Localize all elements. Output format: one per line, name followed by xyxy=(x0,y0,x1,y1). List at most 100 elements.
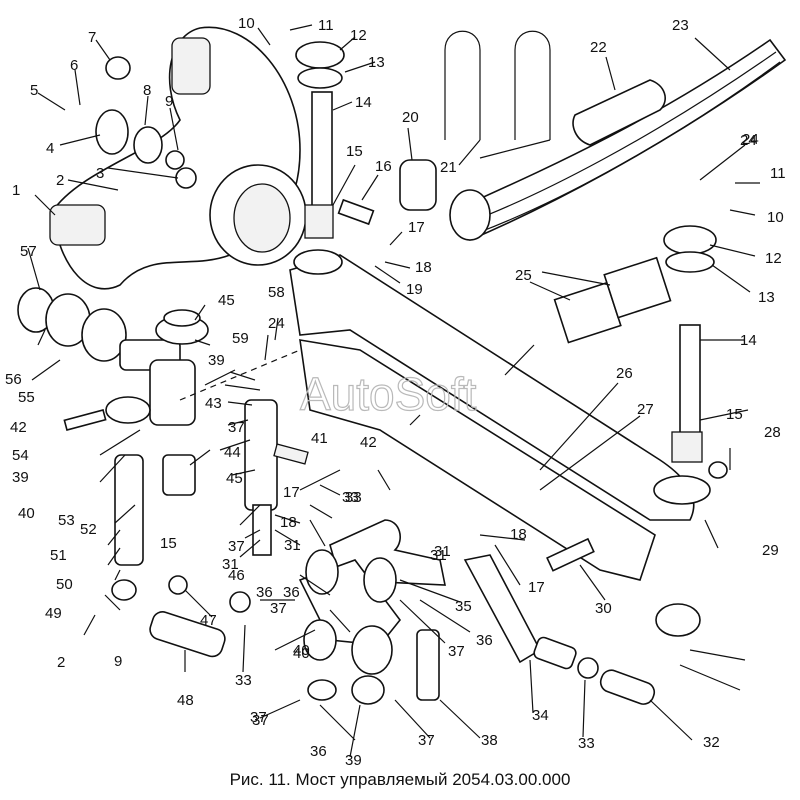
callouts: 1 2 3 4 5 6 7 8 9 10 11 12 13 14 15 16 1… xyxy=(5,15,786,769)
block-25-right xyxy=(603,256,672,319)
callout-number: 37 xyxy=(270,600,287,617)
nut-28 xyxy=(708,461,728,479)
callout-number: 54 xyxy=(12,447,29,464)
leaf-spring xyxy=(453,38,787,242)
nut-9-lower xyxy=(111,579,137,601)
figure-caption: Рис. 11. Мост управляемый 2054.03.00.000 xyxy=(230,770,571,789)
callout-number: 33 xyxy=(342,489,359,506)
callout-number: 27 xyxy=(637,401,654,418)
ball-stud-54 xyxy=(105,396,151,424)
bushing-15-lower xyxy=(162,454,196,496)
callout-number: 45 xyxy=(218,292,235,309)
callout-number: 35 xyxy=(455,598,472,615)
callout-number: 13 xyxy=(758,289,775,306)
watermark: AutoSoft xyxy=(300,368,477,420)
callout-number: 36 xyxy=(310,743,327,760)
beam-eye-left xyxy=(293,249,343,275)
u-bolt-right xyxy=(514,30,551,140)
spring-stack-a xyxy=(305,549,339,595)
callout-number: 12 xyxy=(350,27,367,44)
callout-number: 41 xyxy=(311,430,328,447)
thread-44 xyxy=(273,443,309,465)
callout-number: 16 xyxy=(375,158,392,175)
leaf-spring-leaves xyxy=(469,51,781,233)
callout-number: 12 xyxy=(765,250,782,267)
bushing-40a xyxy=(303,619,337,661)
callout-number: 42 xyxy=(360,434,377,451)
callout-number: 50 xyxy=(56,576,73,593)
king-pin-14-right xyxy=(679,324,701,436)
callout-number: 10 xyxy=(767,209,784,226)
callout-number: 21 xyxy=(440,159,457,176)
nut-33-left xyxy=(229,591,251,613)
callout-number: 36 xyxy=(256,584,273,601)
leader-lines xyxy=(27,24,760,758)
tube-48 xyxy=(149,611,226,658)
callout-number: 4 xyxy=(46,140,54,157)
callout-number: 39 xyxy=(208,352,225,369)
callout-number: 18 xyxy=(415,259,432,276)
callout-number: 11 xyxy=(770,165,786,182)
pin-38 xyxy=(416,629,440,701)
callout-number: 14 xyxy=(740,332,757,349)
seal-lower-right xyxy=(655,603,701,637)
spring-stack-b xyxy=(363,557,397,603)
arm-bracket xyxy=(149,359,196,426)
callout-number: 7 xyxy=(88,29,96,46)
callout-number: 6 xyxy=(70,57,78,74)
callout-number: 37 xyxy=(252,712,269,729)
callout-number: 24 xyxy=(740,132,757,149)
callout-number: 34 xyxy=(532,707,549,724)
pad-22 xyxy=(572,79,666,146)
nut-9 xyxy=(165,150,185,170)
callout-number: 37 xyxy=(250,709,267,726)
callout-number: 2 xyxy=(57,654,65,671)
callout-number: 40 xyxy=(18,505,35,522)
cap-12 xyxy=(295,41,345,69)
callout-number: 37 xyxy=(418,732,435,749)
callout-number: 56 xyxy=(5,371,22,388)
bushing-15 xyxy=(304,204,334,239)
callout-number: 19 xyxy=(406,281,423,298)
washer-37-a xyxy=(307,679,337,701)
housing-top-window xyxy=(171,37,211,95)
callout-number: 15 xyxy=(346,143,363,160)
callout-number: 46 xyxy=(228,567,245,584)
leader-line xyxy=(27,24,760,758)
callout-number: 45 xyxy=(226,470,243,487)
callout-number: 39 xyxy=(12,469,29,486)
callout-number: 38 xyxy=(481,732,498,749)
callout-number: 37 xyxy=(228,538,245,555)
bushing-15-right xyxy=(671,431,703,463)
callout-number: 59 xyxy=(232,330,249,347)
callout-number: 52 xyxy=(80,521,97,538)
callout-number: 33 xyxy=(235,672,252,689)
callout-number: 40 xyxy=(293,642,310,659)
callout-number: 10 xyxy=(238,15,255,32)
callout-number: 53 xyxy=(58,512,75,529)
callout-number: 42 xyxy=(10,419,27,436)
cap-nut-7 xyxy=(105,56,131,80)
callout-number: 9 xyxy=(114,653,122,670)
bushing-40b xyxy=(351,625,393,675)
king-pin-14 xyxy=(311,91,333,218)
bolt-30 xyxy=(546,537,595,572)
callout-number: 36 xyxy=(476,632,493,649)
pivot-stack xyxy=(244,399,278,511)
callout-number: 15 xyxy=(160,535,177,552)
callout-number: 31 xyxy=(222,556,239,573)
callout-number: 26 xyxy=(616,365,633,382)
callout-number: 33 xyxy=(578,735,595,752)
callout-number: 13 xyxy=(368,54,385,71)
washer-4 xyxy=(95,109,129,155)
callout-number: 33 xyxy=(345,489,362,506)
rod-end-32 xyxy=(599,669,656,705)
callout-number: 24 xyxy=(742,131,759,148)
callout-number: 17 xyxy=(528,579,545,596)
spring-eye xyxy=(449,189,491,241)
rod-sleeve xyxy=(533,636,577,670)
bolt-42-left xyxy=(63,409,107,431)
pin-46 xyxy=(252,504,272,556)
